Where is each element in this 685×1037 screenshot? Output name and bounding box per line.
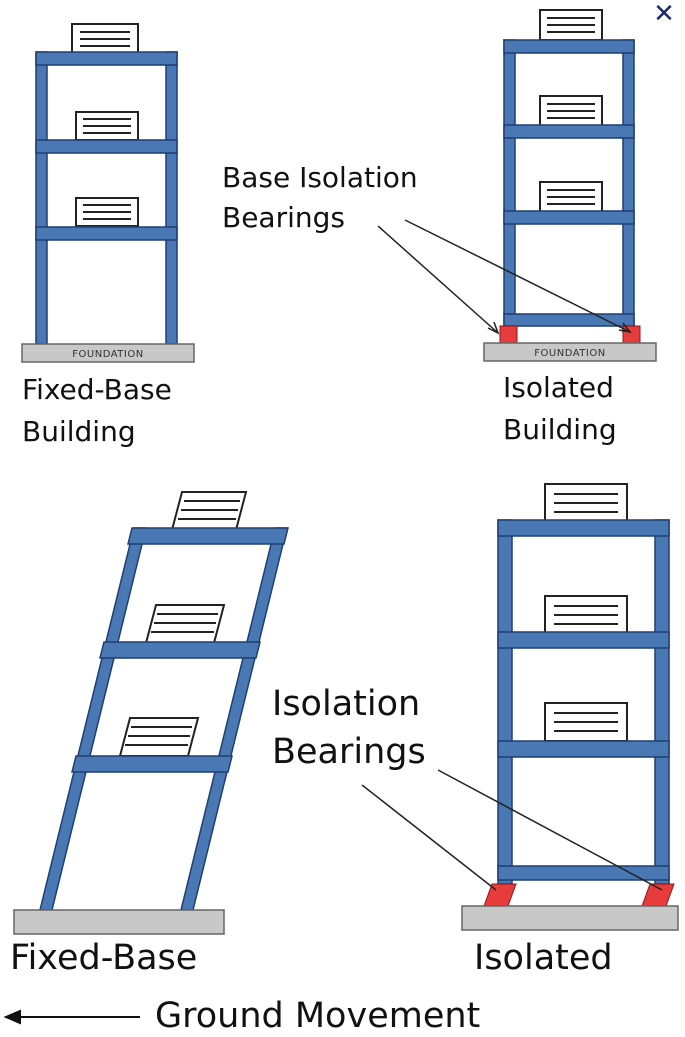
furniture-icon [75, 197, 139, 227]
isolation-bearing [499, 325, 518, 344]
isolated-building-bottom [361, 483, 679, 931]
isolation-bearing [483, 883, 517, 907]
foundation-label: FOUNDATION [534, 348, 605, 359]
foundation [13, 909, 225, 935]
callout-isolation-line1: Isolation [272, 684, 421, 724]
callout-leader-lines [377, 219, 632, 335]
furniture-icon [544, 483, 628, 523]
caption-isolated-line2: Building [503, 413, 617, 446]
furniture-icon [75, 111, 139, 141]
caption-fixed-base-bottom: Fixed-Base [10, 938, 198, 978]
foundation: FOUNDATION [21, 343, 195, 363]
isolation-bearing [622, 325, 641, 344]
building-frame [39, 527, 289, 911]
fixed-base-building-bottom [13, 491, 289, 935]
ground-movement-label: Ground Movement [155, 996, 481, 1036]
callout-base-isolation-line1: Base Isolation [222, 161, 418, 194]
furniture-icon [144, 604, 226, 644]
foundation-label: FOUNDATION [72, 349, 143, 360]
foundation [461, 905, 679, 931]
callout-base-isolation-line2: Bearings [222, 201, 345, 234]
building-frame [35, 51, 178, 345]
furniture-icon [539, 95, 603, 127]
furniture-icon [118, 717, 200, 757]
fixed-base-building-top: FOUNDATION [21, 23, 195, 363]
furniture-icon [544, 702, 628, 742]
isolated-building-top: FOUNDATION [377, 9, 657, 362]
arrow-left-icon [3, 1009, 140, 1025]
furniture-icon [539, 181, 603, 213]
callout-leader-lines [361, 769, 663, 891]
callout-isolation-line2: Bearings [272, 732, 426, 772]
furniture-icon [544, 595, 628, 635]
caption-isolated-line1: Isolated [503, 371, 614, 404]
furniture-icon [539, 9, 603, 41]
furniture-icon [71, 23, 139, 55]
foundation: FOUNDATION [483, 342, 657, 362]
caption-fixed-base-line1: Fixed-Base [22, 373, 172, 406]
caption-isolated-bottom: Isolated [474, 938, 613, 978]
close-icon[interactable]: ✕ [653, 0, 675, 29]
caption-fixed-base-line2: Building [22, 415, 136, 448]
furniture-icon [170, 491, 248, 531]
